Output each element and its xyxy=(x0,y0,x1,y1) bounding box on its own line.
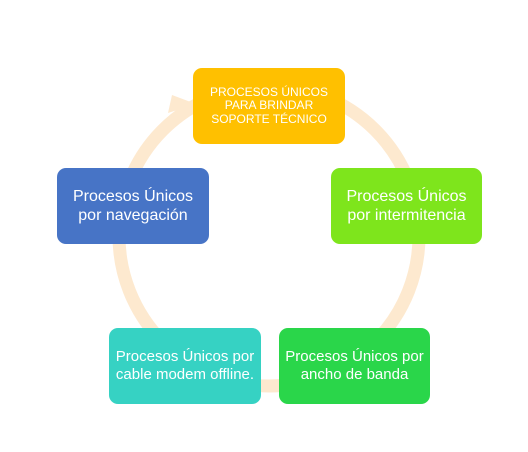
node-ancho-de-banda: Procesos Únicos por ancho de banda xyxy=(279,328,430,404)
node-navegacion-label: Procesos Únicos por navegación xyxy=(72,187,194,224)
node-ancho-de-banda-label: Procesos Únicos por ancho de banda xyxy=(285,348,424,383)
node-cable-modem-offline-label: Procesos Únicos por cable modem offline. xyxy=(115,348,255,383)
node-intermitencia: Procesos Únicos por intermitencia xyxy=(331,168,482,244)
node-soporte-tecnico: PROCESOS ÚNICOS PARA BRINDAR SOPORTE TÉC… xyxy=(193,68,345,144)
node-intermitencia-label: Procesos Únicos por intermitencia xyxy=(346,187,467,224)
node-navegacion: Procesos Únicos por navegación xyxy=(57,168,209,244)
node-soporte-tecnico-label: PROCESOS ÚNICOS PARA BRINDAR SOPORTE TÉC… xyxy=(209,84,329,126)
node-cable-modem-offline: Procesos Únicos por cable modem offline. xyxy=(109,328,261,404)
cycle-arrowhead xyxy=(168,95,196,113)
